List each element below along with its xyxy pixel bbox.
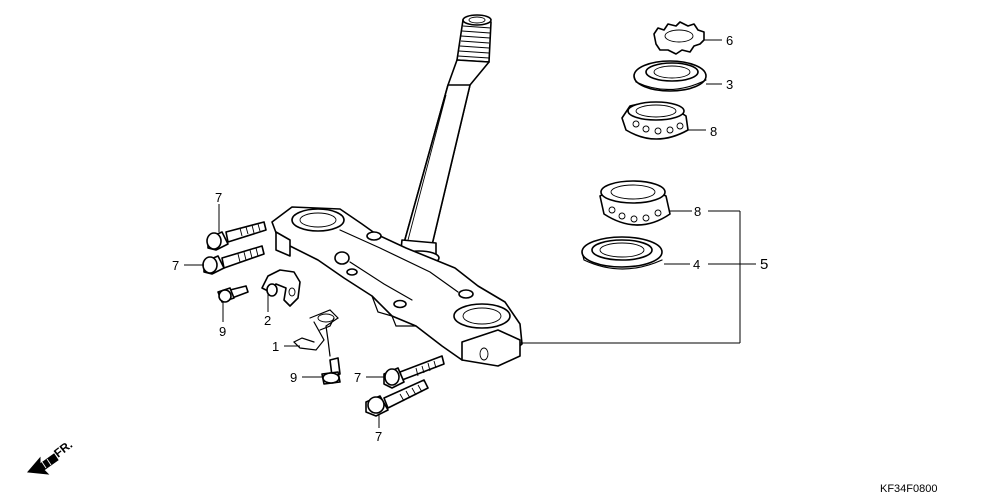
dust-seal — [633, 60, 707, 92]
arrow-hatch-icon — [41, 458, 52, 469]
lower-seal — [581, 236, 663, 270]
callout-4: 4 — [693, 257, 700, 272]
callout-9-left: 9 — [219, 324, 226, 339]
callout-2: 2 — [264, 313, 271, 328]
upper-bearing — [621, 101, 689, 140]
callout-3: 3 — [726, 77, 733, 92]
callout-6: 6 — [726, 33, 733, 48]
callout-8-lower: 8 — [694, 204, 701, 219]
callout-1: 1 — [272, 339, 279, 354]
leader-lines — [184, 39, 756, 428]
bolt-mid — [383, 355, 445, 389]
callout-8-upper: 8 — [710, 124, 717, 139]
callout-7-left: 7 — [172, 258, 179, 273]
small-bolt-left — [217, 285, 249, 303]
callout-7-top: 7 — [215, 190, 222, 205]
callout-9-bottom: 9 — [290, 370, 297, 385]
small-bolt-bottom — [321, 357, 341, 385]
diagram-code: KF34F0800 — [880, 483, 937, 495]
hose-bracket — [261, 269, 301, 307]
hose-guide — [292, 309, 339, 357]
callout-7-mid: 7 — [354, 370, 361, 385]
bolt-top — [206, 221, 267, 251]
lower-bearing — [599, 180, 671, 226]
bottom-bridge — [271, 206, 523, 367]
callout-7-bottom: 7 — [375, 429, 382, 444]
steering-stem-shaft — [398, 14, 492, 266]
bolt-bottom — [365, 379, 429, 417]
callout-5: 5 — [760, 256, 768, 273]
lock-nut — [653, 21, 705, 55]
bolt-left — [202, 245, 265, 275]
front-direction-arrow: FR. — [26, 437, 75, 475]
